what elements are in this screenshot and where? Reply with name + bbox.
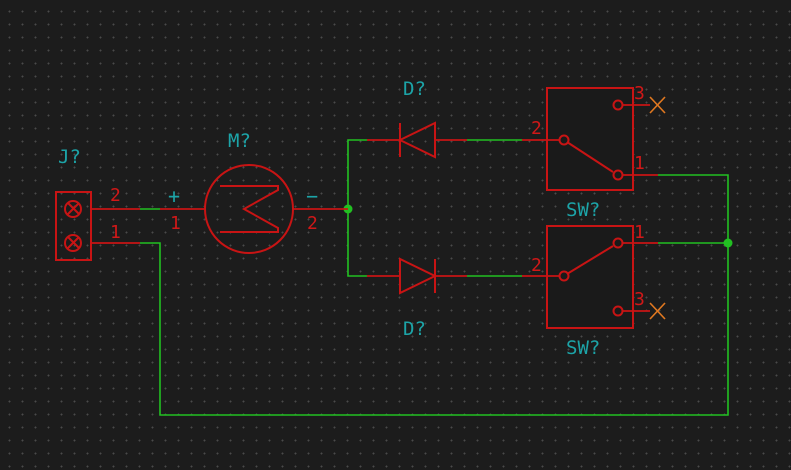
switch-top-pin2-number: 2 — [531, 118, 542, 139]
switch-bottom-no-connect-icon — [649, 302, 666, 320]
switch-top-body — [546, 87, 634, 191]
switch-bottom-reference: SW? — [566, 337, 600, 359]
switch-bottom-body — [546, 225, 634, 329]
switch-top-pin1-number: 1 — [634, 153, 645, 174]
switch-top-contact-3 — [612, 99, 624, 111]
motor-m[interactable]: + − 1 2 M? — [160, 130, 348, 254]
diode-bottom-reference: D? — [403, 318, 426, 340]
switch-top-common-contact — [558, 134, 570, 146]
wires — [140, 139, 733, 416]
motor-symbol-icon — [220, 185, 279, 233]
screw-terminal-icon — [64, 200, 82, 218]
diode-top-triangle-icon — [397, 121, 436, 159]
screw-terminal-icon — [64, 234, 82, 252]
wire-motor-to-diode-top[interactable] — [347, 139, 367, 209]
connector-reference: J? — [58, 146, 81, 168]
motor-minus-sign: − — [306, 184, 318, 208]
switch-top[interactable]: 3 2 1 SW? — [522, 83, 666, 221]
motor-reference: M? — [228, 130, 251, 152]
wire-node-to-diode-bottom[interactable] — [347, 209, 367, 277]
diode-bottom[interactable]: D? — [367, 257, 467, 340]
switch-bottom-lever — [566, 245, 614, 275]
wire-sw-top-pin1-to-return[interactable] — [140, 174, 729, 416]
connector-body — [55, 191, 92, 261]
switch-bottom-contact-3 — [612, 305, 624, 317]
connector-j[interactable]: 2 1 J? — [55, 146, 140, 261]
junction-return-node[interactable] — [723, 238, 733, 248]
switch-top-no-connect-icon — [649, 96, 666, 114]
switch-bottom-pin3-number: 3 — [634, 289, 645, 310]
diode-top-reference: D? — [403, 78, 426, 100]
diode-bottom-triangle-icon — [399, 257, 438, 295]
switch-top-reference: SW? — [566, 199, 600, 221]
motor-pin1-number: 1 — [170, 213, 181, 234]
switch-top-pin3-number: 3 — [634, 83, 645, 104]
diode-top[interactable]: D? — [367, 78, 467, 159]
switch-bottom-common-contact — [558, 270, 570, 282]
switch-bottom-pin1-number: 1 — [634, 222, 645, 243]
switch-bottom-pin2-number: 2 — [531, 255, 542, 276]
switch-top-lever — [566, 141, 614, 173]
switch-bottom[interactable]: 1 2 3 SW? — [522, 222, 666, 359]
motor-pin2-number: 2 — [307, 213, 318, 234]
connector-pin1-number: 1 — [110, 222, 121, 243]
switch-top-contact-1 — [612, 169, 624, 181]
switch-bottom-contact-1 — [612, 237, 624, 249]
motor-plus-sign: + — [168, 184, 180, 208]
motor-circle — [204, 164, 294, 254]
connector-pin2-number: 2 — [110, 185, 121, 206]
